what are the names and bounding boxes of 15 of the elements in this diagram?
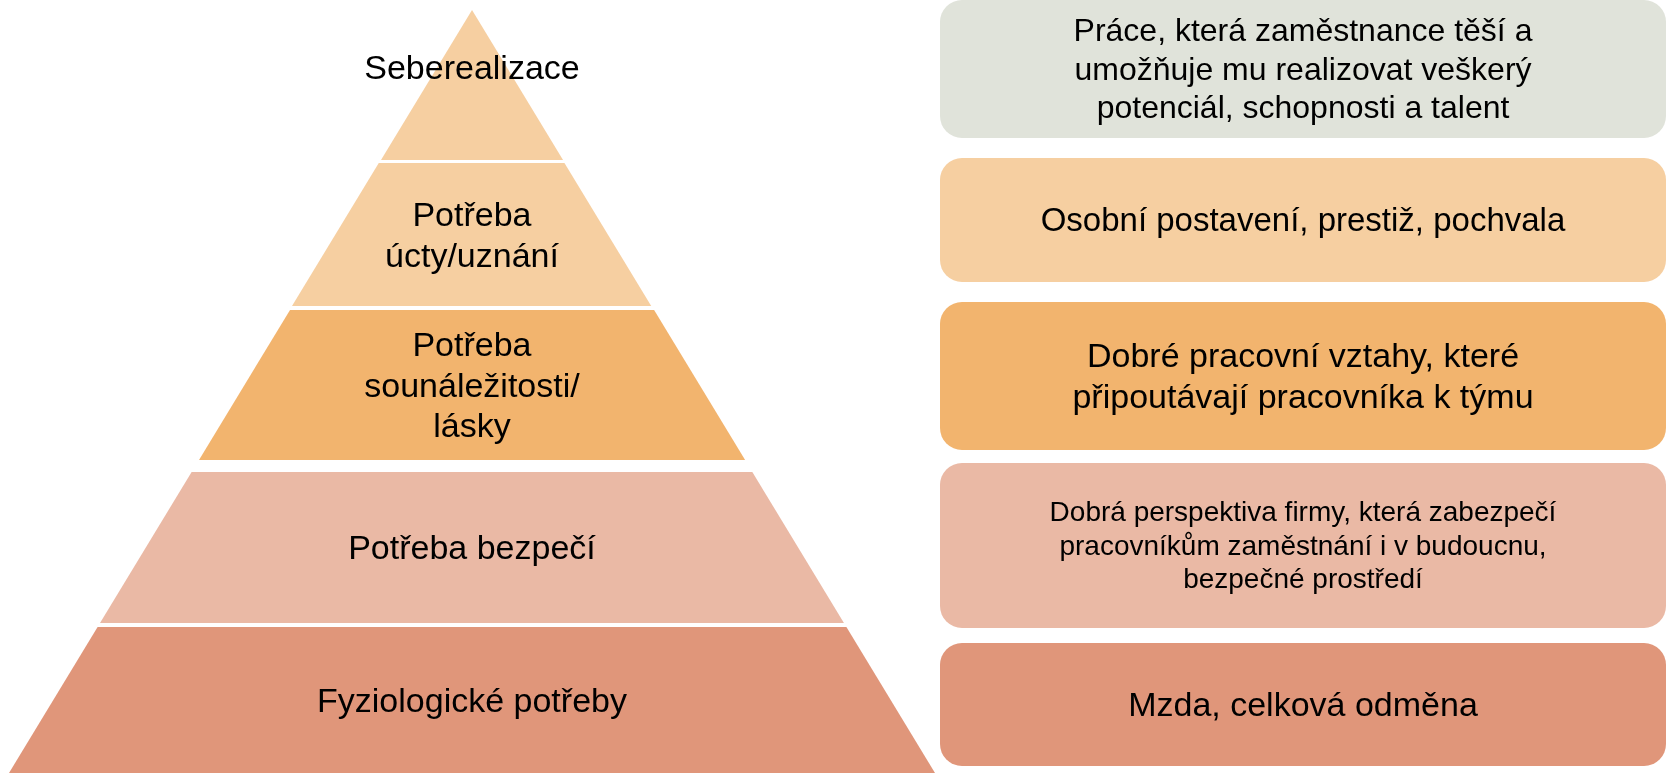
description-text: Osobní postavení, prestiž, pochvala (1040, 200, 1566, 240)
tier-label: Potřeba sounáležitosti/ lásky (363, 323, 581, 447)
description-text: Práce, která zaměstnance těší a umožňuje mu realizovat veškerý potenciál, schopnosti a talent (1072, 11, 1534, 127)
description-card (940, 643, 1666, 766)
description-text: Dobrá perspektiva firmy, která zabezpečí pracovníkům zaměstnání i v budoucnu, bezpečné prostředí (1048, 495, 1558, 596)
description-text: Mzda, celková odměna (1128, 684, 1478, 725)
description-card (940, 302, 1666, 450)
tier-label: Potřeba bezpečí (348, 527, 596, 568)
tier-label: Seberealizace (364, 46, 580, 88)
description-text: Dobré pracovní vztahy, které připoutávají pracovníka k týmu (1071, 335, 1535, 417)
description-card (940, 463, 1666, 628)
tier-label: Potřeba úcty/uznání (384, 193, 560, 276)
description-card (940, 158, 1666, 282)
tier-label: Fyziologické potřeby (317, 679, 627, 721)
description-card (940, 0, 1666, 138)
